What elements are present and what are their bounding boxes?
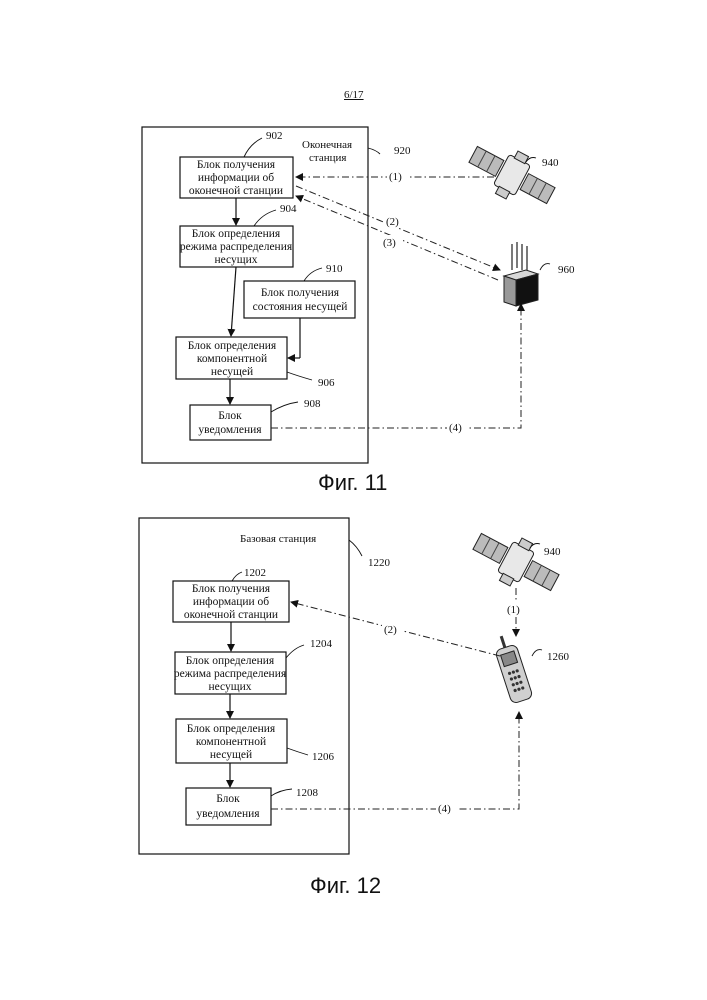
- fig11-block-904-line3: несущих: [214, 254, 257, 266]
- fig11-block-910-line2: состояния несущей: [253, 301, 348, 313]
- fig11-satellite-ref: 940: [542, 157, 559, 169]
- fig12-container-leader: [349, 540, 362, 556]
- fig12-container-ref: 1220: [368, 557, 391, 569]
- fig12-phone-icon: [491, 633, 533, 704]
- fig11-caption: Фиг. 11: [318, 470, 387, 496]
- fig12-caption: Фиг. 12: [310, 873, 381, 899]
- fig11-basestation-icon: [504, 242, 538, 306]
- fig11-link-4-label: (4): [449, 422, 462, 434]
- fig11-link-3-label: (3): [383, 237, 396, 249]
- fig12-satellite-ref: 940: [544, 546, 561, 558]
- fig12-block-1202-line1: Блок получения: [192, 583, 271, 595]
- fig11-block-906-line2: компонентной: [197, 353, 267, 365]
- fig12-container-label: Базовая станция: [240, 533, 316, 545]
- fig12-phone-ref: 1260: [547, 651, 570, 663]
- fig11-block-902-line3: оконечной станции: [189, 185, 283, 197]
- fig12-block-1208-line2: уведомления: [196, 808, 260, 820]
- fig11-link-2-label: (2): [386, 216, 399, 228]
- fig11-satellite-icon: [462, 133, 562, 217]
- fig11-link-1-label: (1): [389, 171, 402, 183]
- fig11-diagram: Оконечная станция 920 Блок получения инф…: [142, 127, 575, 463]
- fig12-block-1204-ref: 1204: [310, 638, 333, 650]
- fig11-block-902-ref: 902: [266, 130, 283, 142]
- fig11-block-902-line2: информации об: [198, 172, 274, 184]
- fig11-block-910-ref: 910: [326, 263, 343, 275]
- fig11-basestation-ref: 960: [558, 264, 575, 276]
- fig12-block-1206-ref: 1206: [312, 751, 335, 763]
- fig12-block-1204-line2: режима распределения: [174, 668, 287, 680]
- fig11-block-910-line1: Блок получения: [261, 287, 340, 299]
- fig11-block-906-line3: несущей: [211, 366, 253, 378]
- fig12-link-4-label: (4): [438, 803, 451, 815]
- fig12-diagram: Базовая станция 1220 Блок получения инфо…: [139, 518, 570, 854]
- fig11-block-904-ref: 904: [280, 203, 297, 215]
- fig12-block-1206-line3: несущей: [210, 749, 252, 761]
- fig12-block-1204-line3: несущих: [208, 681, 251, 693]
- fig12-block-1208-ref: 1208: [296, 787, 319, 799]
- fig11-block-908-ref: 908: [304, 398, 321, 410]
- fig11-block-904-line1: Блок определения: [192, 228, 281, 240]
- fig12-link-2-label: (2): [384, 624, 397, 636]
- fig12-1260-leader: [532, 650, 542, 656]
- fig11-container-label-2: станция: [309, 152, 346, 164]
- fig11-block-906-ref: 906: [318, 377, 335, 389]
- fig12-block-1202-line3: оконечной станции: [184, 609, 278, 621]
- fig11-960-leader: [540, 264, 550, 270]
- fig11-container-ref: 920: [394, 145, 411, 157]
- fig12-block-1202-line2: информации об: [193, 596, 269, 608]
- fig11-container-leader: [368, 148, 380, 154]
- fig11-block-904-line2: режима распределения: [180, 241, 293, 253]
- fig11-block-908-line2: уведомления: [198, 424, 262, 436]
- fig12-block-1204-line1: Блок определения: [186, 655, 275, 667]
- fig11-block-902-line1: Блок получения: [197, 159, 276, 171]
- fig12-block-1206-line2: компонентной: [196, 736, 266, 748]
- fig11-block-908-line1: Блок: [218, 410, 242, 422]
- fig12-block-1208-line1: Блок: [216, 793, 240, 805]
- fig12-link-1-label: (1): [507, 604, 520, 616]
- fig11-container-label-1: Оконечная: [302, 139, 352, 151]
- fig12-block-1206-line1: Блок определения: [187, 723, 276, 735]
- fig12-block-1202-ref: 1202: [244, 567, 266, 579]
- fig11-block-906-line1: Блок определения: [188, 340, 277, 352]
